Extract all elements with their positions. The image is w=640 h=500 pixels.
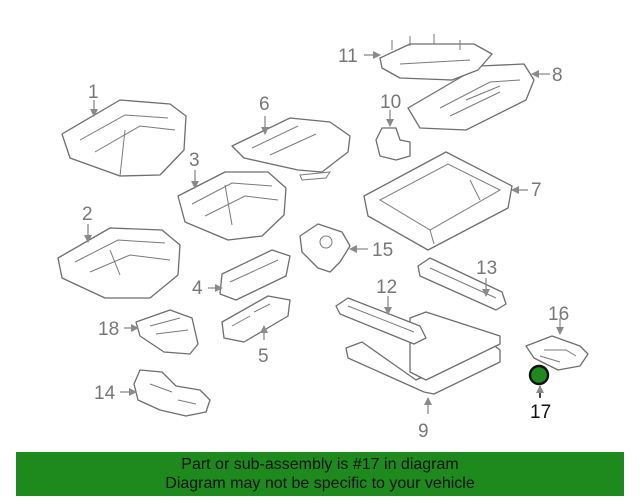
svg-text:4: 4	[192, 278, 203, 299]
svg-text:12: 12	[376, 277, 397, 298]
info-banner: Part or sub-assembly is #17 in diagram D…	[16, 452, 624, 496]
svg-text:9: 9	[418, 421, 429, 442]
part-16-cover: 16	[525, 304, 589, 371]
svg-text:11: 11	[338, 46, 358, 67]
svg-text:1: 1	[88, 82, 99, 103]
part-3-cushion-cover: 3	[177, 150, 287, 241]
part-14-side-shield: 14	[94, 369, 211, 417]
part-13-track-rail: 13	[417, 257, 507, 311]
banner-line-1: Part or sub-assembly is #17 in diagram	[181, 456, 459, 473]
part-11-cross-brackets: 11	[338, 34, 493, 81]
svg-text:16: 16	[548, 304, 569, 325]
svg-text:15: 15	[372, 240, 393, 261]
part-1-seat-cushion: 1	[61, 82, 187, 177]
svg-text:3: 3	[189, 150, 200, 171]
part-18-side-trim: 16 18	[98, 309, 199, 355]
svg-text:17: 17	[530, 402, 551, 423]
svg-text:5: 5	[258, 346, 269, 367]
part-15-recliner: 15	[299, 223, 393, 273]
part-9-track-base: 9	[345, 311, 501, 442]
part-8-seat-pan: 8	[407, 63, 563, 131]
part-2-cushion-pad: 2	[57, 204, 181, 299]
svg-text:8: 8	[552, 65, 563, 86]
diagram-canvas: 1 2 3 4 5 6 7	[57, 34, 589, 442]
banner-line-2: Diagram may not be specific to your vehi…	[165, 475, 475, 492]
part-5-switch-bezel: 5	[221, 295, 291, 367]
svg-text:7: 7	[531, 180, 542, 201]
svg-text:2: 2	[82, 204, 93, 225]
part-10-bracket: 10	[375, 92, 411, 161]
part-7-seat-frame: 7	[363, 151, 542, 251]
part-4-trim: 4	[192, 249, 291, 301]
svg-text:6: 6	[259, 94, 270, 115]
svg-text:18: 18	[98, 319, 119, 340]
svg-text:10: 10	[380, 92, 401, 113]
part-17-plug-highlighted: 17	[528, 364, 551, 423]
svg-text:13: 13	[476, 258, 497, 279]
part-12-track-rail: 12	[335, 277, 427, 345]
part-6-panel: 6	[231, 94, 351, 181]
svg-text:14: 14	[94, 383, 116, 404]
